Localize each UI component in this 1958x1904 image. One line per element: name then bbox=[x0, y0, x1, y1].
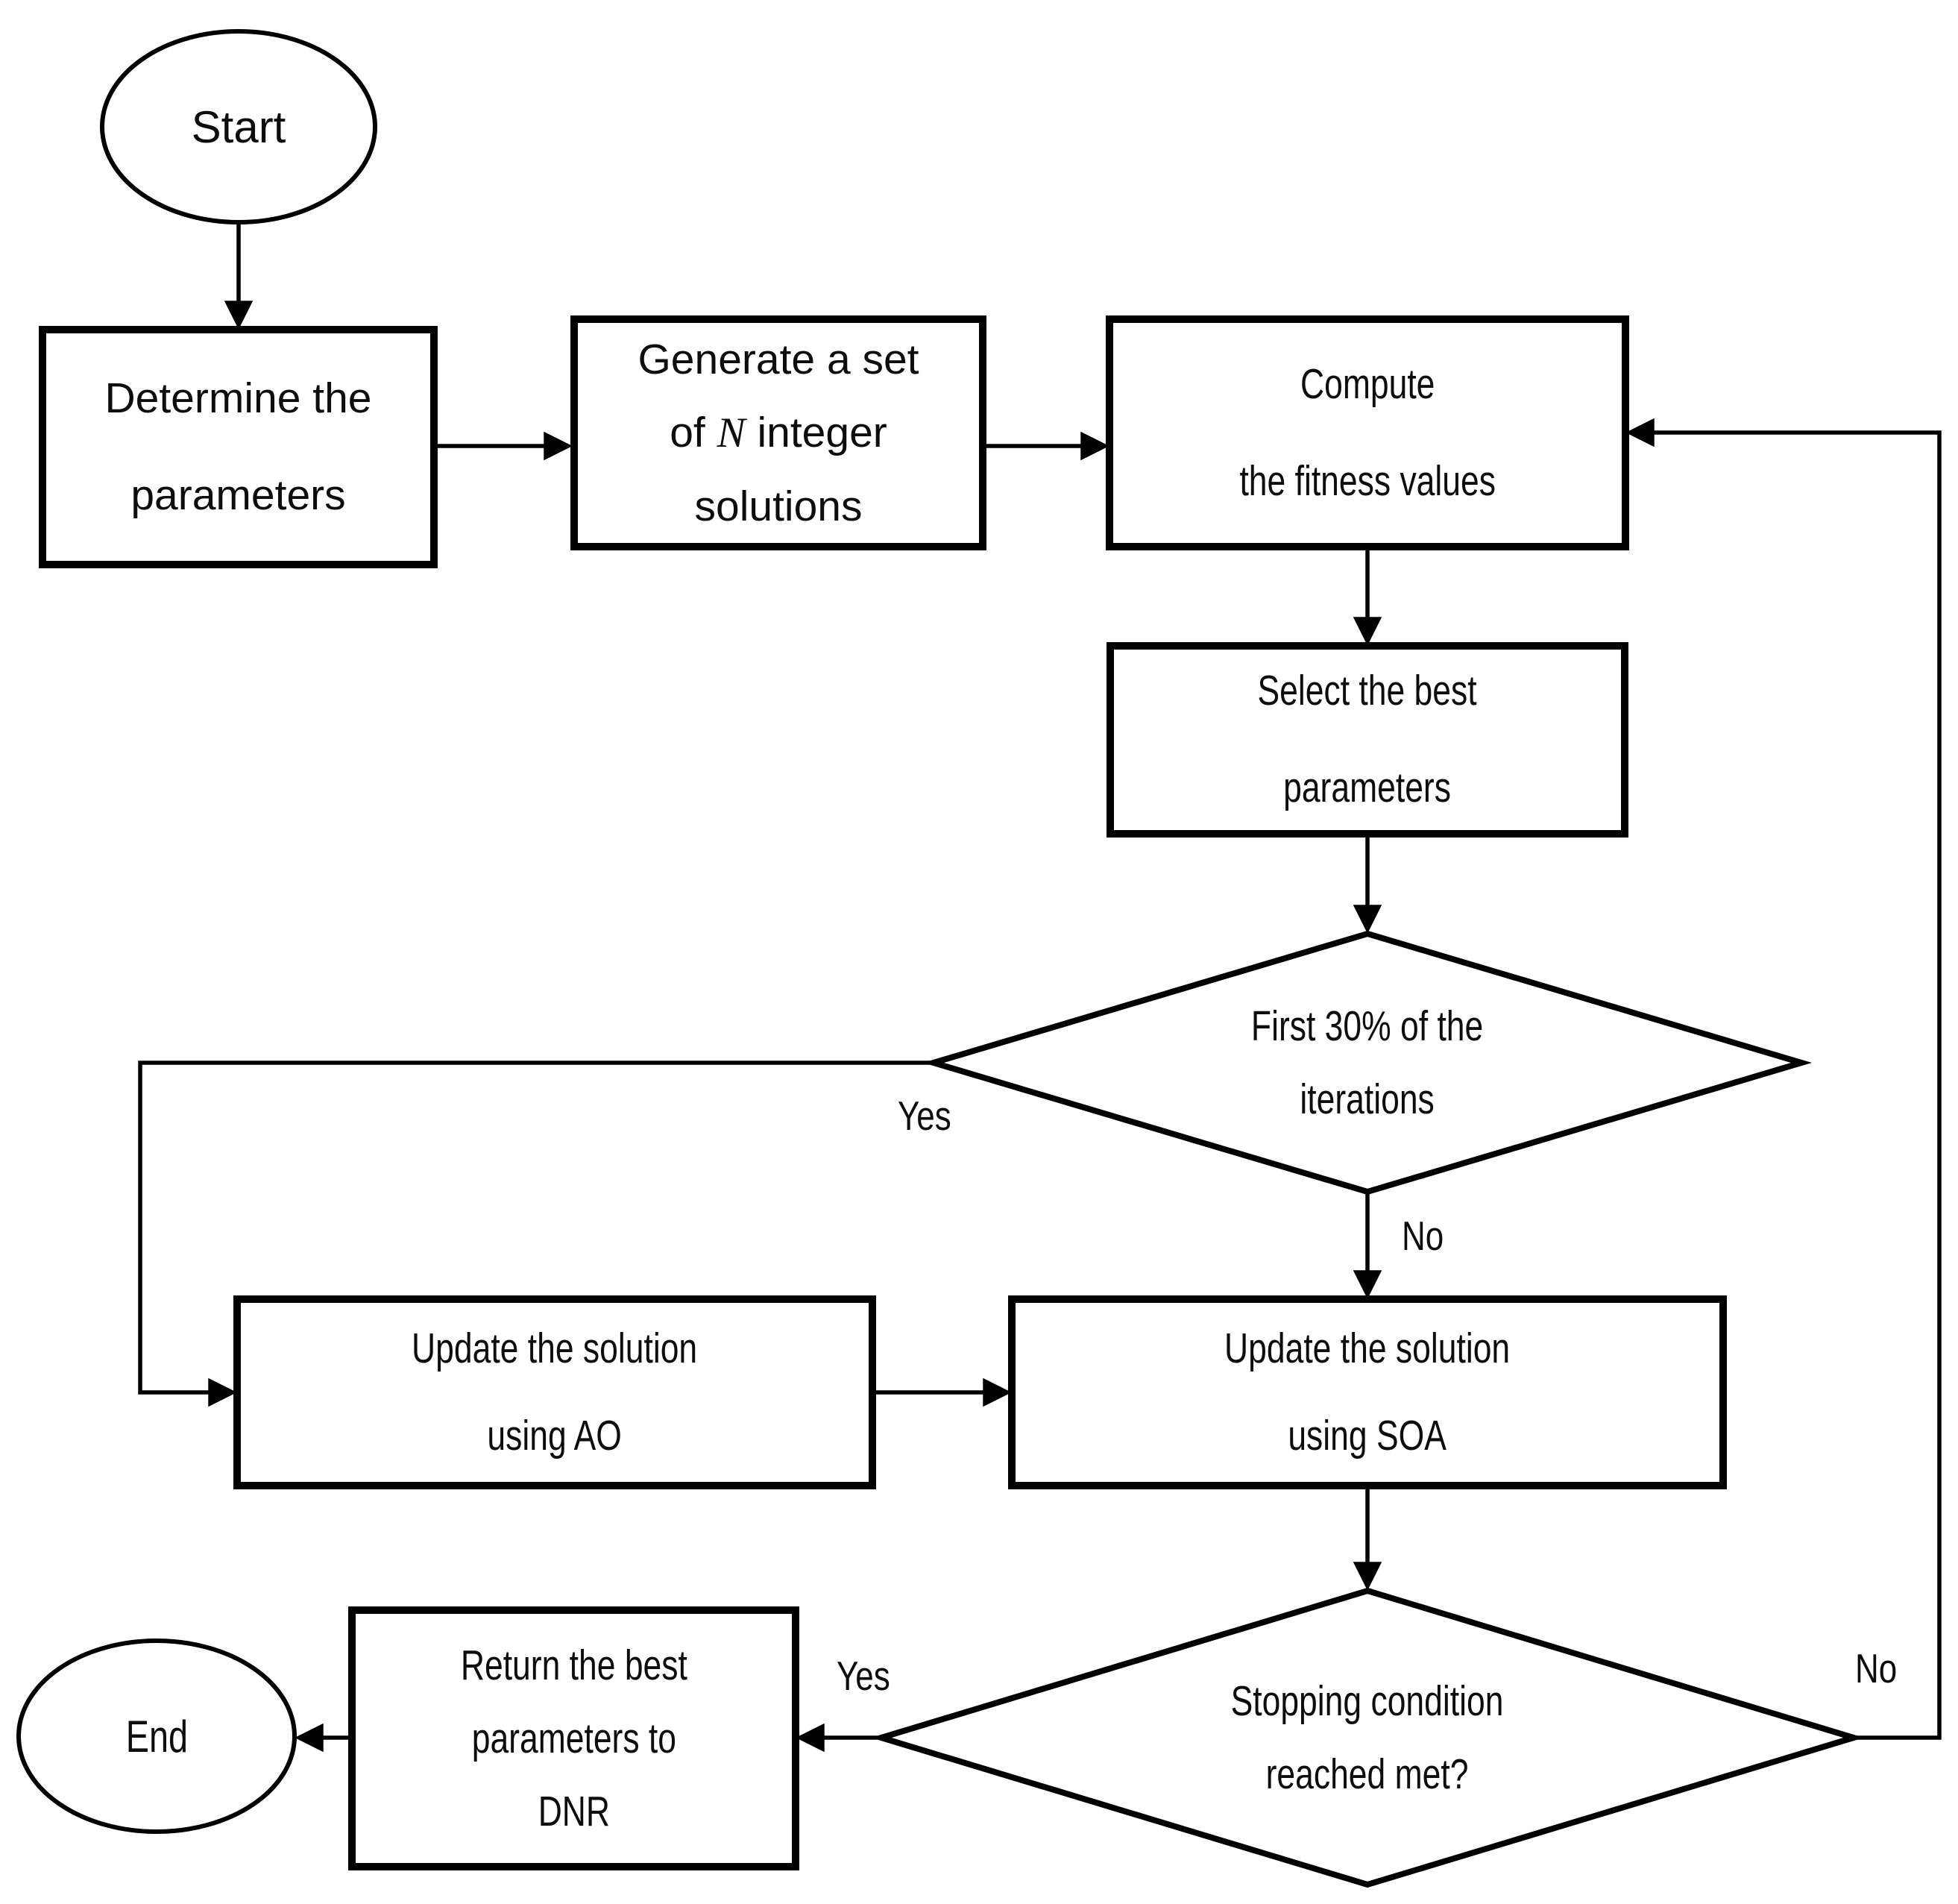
arrow-stopping-no-loop-to-compute bbox=[1625, 418, 1942, 1740]
decision-stopping-label: Stopping condition reached met? bbox=[881, 1591, 1854, 1885]
process-update-soa-shape bbox=[1008, 1295, 1727, 1489]
generate-line-1: Generate a set bbox=[638, 335, 919, 383]
determine-line-2: parameters bbox=[130, 471, 346, 519]
end-terminator-label: End bbox=[19, 1641, 295, 1832]
edge-label-first30-no: No bbox=[1401, 1212, 1444, 1259]
stopping-line-2: reached met? bbox=[1266, 1750, 1469, 1798]
compute-line-1: Compute bbox=[1300, 359, 1435, 408]
determine-line-1: Determine the bbox=[104, 374, 372, 422]
process-determine-parameters-label: Determine the parameters bbox=[43, 330, 434, 565]
generate-line-2-post: integer bbox=[757, 408, 887, 456]
first30-line-1: First 30% of the bbox=[1251, 1002, 1484, 1050]
end-text: End bbox=[125, 1711, 188, 1762]
edge-label-first30-yes: Yes bbox=[898, 1092, 951, 1139]
process-select-best-label: Select the best parameters bbox=[1110, 646, 1625, 834]
start-terminator-shape bbox=[100, 29, 377, 224]
end-terminator-shape bbox=[16, 1638, 297, 1834]
variable-n: N bbox=[717, 409, 746, 456]
generate-line-2-pre: of bbox=[670, 408, 705, 456]
process-update-ao-label: Update the solution using AO bbox=[237, 1299, 872, 1486]
edge-label-stopping-no: No bbox=[1854, 1644, 1898, 1691]
process-compute-fitness-label: Compute the fitness values bbox=[1109, 319, 1625, 547]
generate-line-3: solutions bbox=[694, 483, 863, 531]
select-line-2: parameters bbox=[1283, 764, 1452, 811]
process-determine-parameters-shape bbox=[39, 326, 438, 568]
stopping-line-1: Stopping condition bbox=[1231, 1677, 1504, 1725]
update-soa-line-1: Update the solution bbox=[1224, 1325, 1511, 1373]
process-generate-solutions-label: Generate a set of N integer solutions bbox=[574, 319, 983, 547]
process-compute-fitness-shape bbox=[1106, 315, 1629, 550]
decision-first30-shape bbox=[922, 930, 1813, 1196]
select-line-1: Select the best bbox=[1257, 667, 1478, 715]
generate-line-2: of N integer bbox=[638, 396, 919, 470]
arrow-first30-yes-to-ao bbox=[138, 1061, 934, 1407]
return-line-1: Return the best bbox=[460, 1641, 687, 1689]
process-update-soa-label: Update the solution using SOA bbox=[1012, 1299, 1723, 1486]
update-soa-line-2: using SOA bbox=[1288, 1412, 1447, 1460]
return-line-3: DNR bbox=[538, 1788, 610, 1836]
compute-line-2: the fitness values bbox=[1239, 456, 1496, 505]
process-update-ao-shape bbox=[233, 1295, 876, 1489]
process-generate-solutions-shape bbox=[570, 315, 986, 550]
decision-first30-label: First 30% of the iterations bbox=[934, 934, 1801, 1192]
first30-line-2: iterations bbox=[1300, 1075, 1435, 1123]
edge-label-stopping-yes: Yes bbox=[837, 1652, 890, 1699]
process-return-best-label: Return the best parameters to DNR bbox=[352, 1610, 796, 1867]
start-text: Start bbox=[191, 101, 286, 152]
process-select-best-shape bbox=[1107, 642, 1628, 838]
return-line-2: parameters to bbox=[471, 1714, 676, 1762]
start-terminator-label: Start bbox=[102, 31, 375, 222]
decision-stopping-shape bbox=[871, 1587, 1864, 1888]
update-ao-line-1: Update the solution bbox=[412, 1325, 698, 1373]
update-ao-line-2: using AO bbox=[487, 1412, 623, 1460]
